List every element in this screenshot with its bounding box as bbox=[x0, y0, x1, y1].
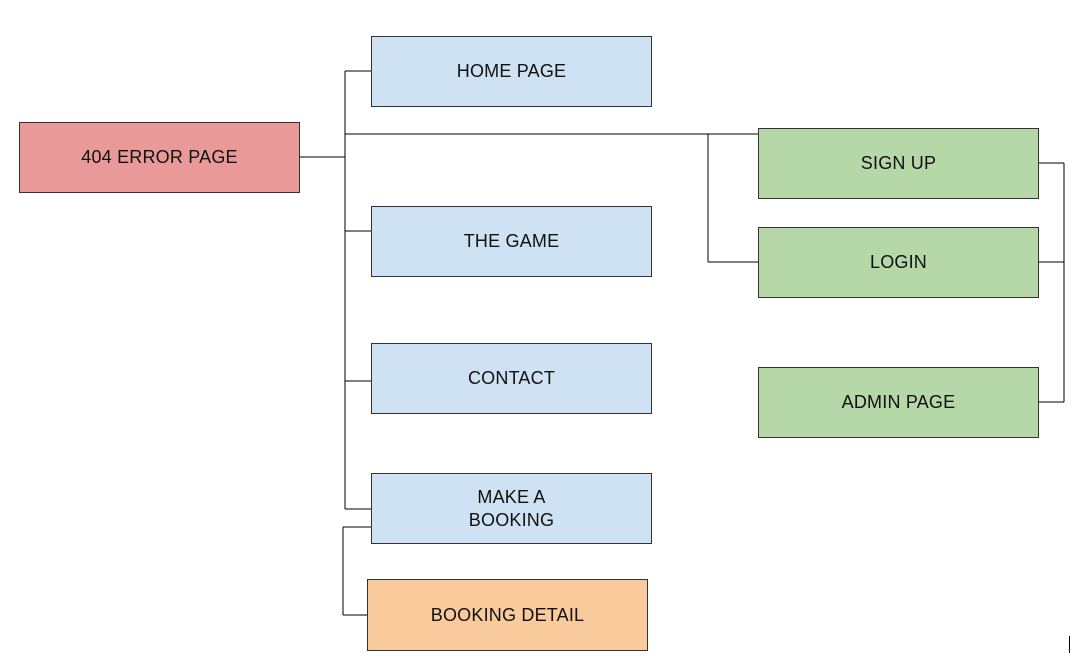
error-page-node[interactable]: 404 ERROR PAGE bbox=[19, 122, 300, 193]
admin-page-node[interactable]: ADMIN PAGE bbox=[758, 367, 1039, 438]
admin-page-label: ADMIN PAGE bbox=[841, 392, 956, 412]
sign-up-node[interactable]: SIGN UP bbox=[758, 128, 1039, 199]
the-game-node[interactable]: THE GAME bbox=[371, 206, 652, 277]
login-label: LOGIN bbox=[869, 252, 927, 272]
error-page-label: 404 ERROR PAGE bbox=[81, 147, 238, 167]
contact-label: CONTACT bbox=[467, 368, 556, 388]
make-booking-node[interactable]: MAKE A BOOKING bbox=[371, 473, 652, 544]
contact-node[interactable]: CONTACT bbox=[371, 343, 652, 414]
booking-detail-node[interactable]: BOOKING DETAIL bbox=[367, 579, 648, 651]
home-page-node[interactable]: HOME PAGE bbox=[371, 36, 652, 107]
text-cursor-mark bbox=[1069, 636, 1070, 653]
sign-up-label: SIGN UP bbox=[860, 153, 937, 173]
booking-detail-label: BOOKING DETAIL bbox=[430, 604, 585, 625]
login-node[interactable]: LOGIN bbox=[758, 227, 1039, 298]
home-page-label: HOME PAGE bbox=[456, 61, 567, 81]
make-booking-label: MAKE A BOOKING bbox=[468, 486, 555, 530]
the-game-label: THE GAME bbox=[463, 231, 560, 251]
